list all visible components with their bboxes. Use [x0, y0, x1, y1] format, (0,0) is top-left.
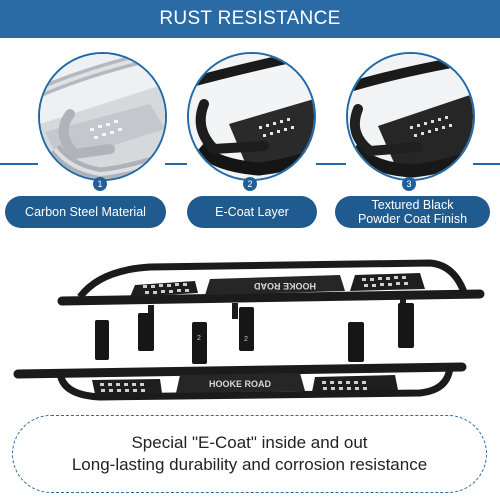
mounting-brackets: 2 2 — [95, 303, 414, 364]
feature-label-text: E-Coat Layer — [215, 205, 289, 219]
step-number-2: 2 — [243, 177, 257, 191]
feature-label-e-coat: E-Coat Layer — [187, 196, 317, 228]
top-board-brand-text: HOOKE ROAD — [254, 281, 317, 291]
step-number-text: 1 — [97, 179, 103, 189]
feature-circle-textured-finish — [346, 52, 475, 181]
banner-title: RUST RESISTANCE — [159, 8, 341, 29]
bottom-running-board: HOOKE ROAD — [13, 362, 467, 401]
silver-step-illustration — [40, 54, 165, 179]
top-running-board: HOOKE ROAD — [57, 259, 485, 321]
bracket-mark-2: 2 — [244, 336, 248, 343]
step-number-1: 1 — [93, 177, 107, 191]
footer-callout: Special "E-Coat" inside and out Long-las… — [12, 415, 487, 493]
ecoat-step-illustration — [189, 54, 314, 179]
feature-circle-carbon-steel — [38, 52, 167, 181]
step-number-text: 2 — [247, 179, 253, 189]
feature-circle-e-coat — [187, 52, 316, 181]
textured-step-illustration — [348, 54, 473, 179]
feature-label-carbon-steel: Carbon Steel Material — [5, 196, 166, 228]
connector-line-2-3 — [316, 163, 346, 165]
connector-line-right — [473, 163, 500, 165]
footer-line-2: Long-lasting durability and corrosion re… — [71, 455, 428, 474]
bottom-board-brand-text: HOOKE ROAD — [209, 379, 272, 389]
feature-label-line1: Textured Black — [371, 198, 454, 212]
connector-line-1-2 — [165, 163, 187, 165]
title-banner: RUST RESISTANCE — [0, 0, 500, 38]
step-number-text: 3 — [406, 179, 412, 189]
feature-label-text: Carbon Steel Material — [25, 205, 146, 219]
footer-line-1: Special "E-Coat" inside and out — [131, 433, 368, 452]
bracket-mark-1: 2 — [197, 335, 201, 342]
running-boards-product-image: HOOKE ROAD 2 2 HOOKE ROAD — [13, 259, 485, 401]
feature-label-textured-finish: Textured Black Powder Coat Finish — [335, 196, 490, 228]
step-number-3: 3 — [402, 177, 416, 191]
feature-label-line2: Powder Coat Finish — [357, 212, 468, 226]
connector-line-left — [0, 163, 38, 165]
